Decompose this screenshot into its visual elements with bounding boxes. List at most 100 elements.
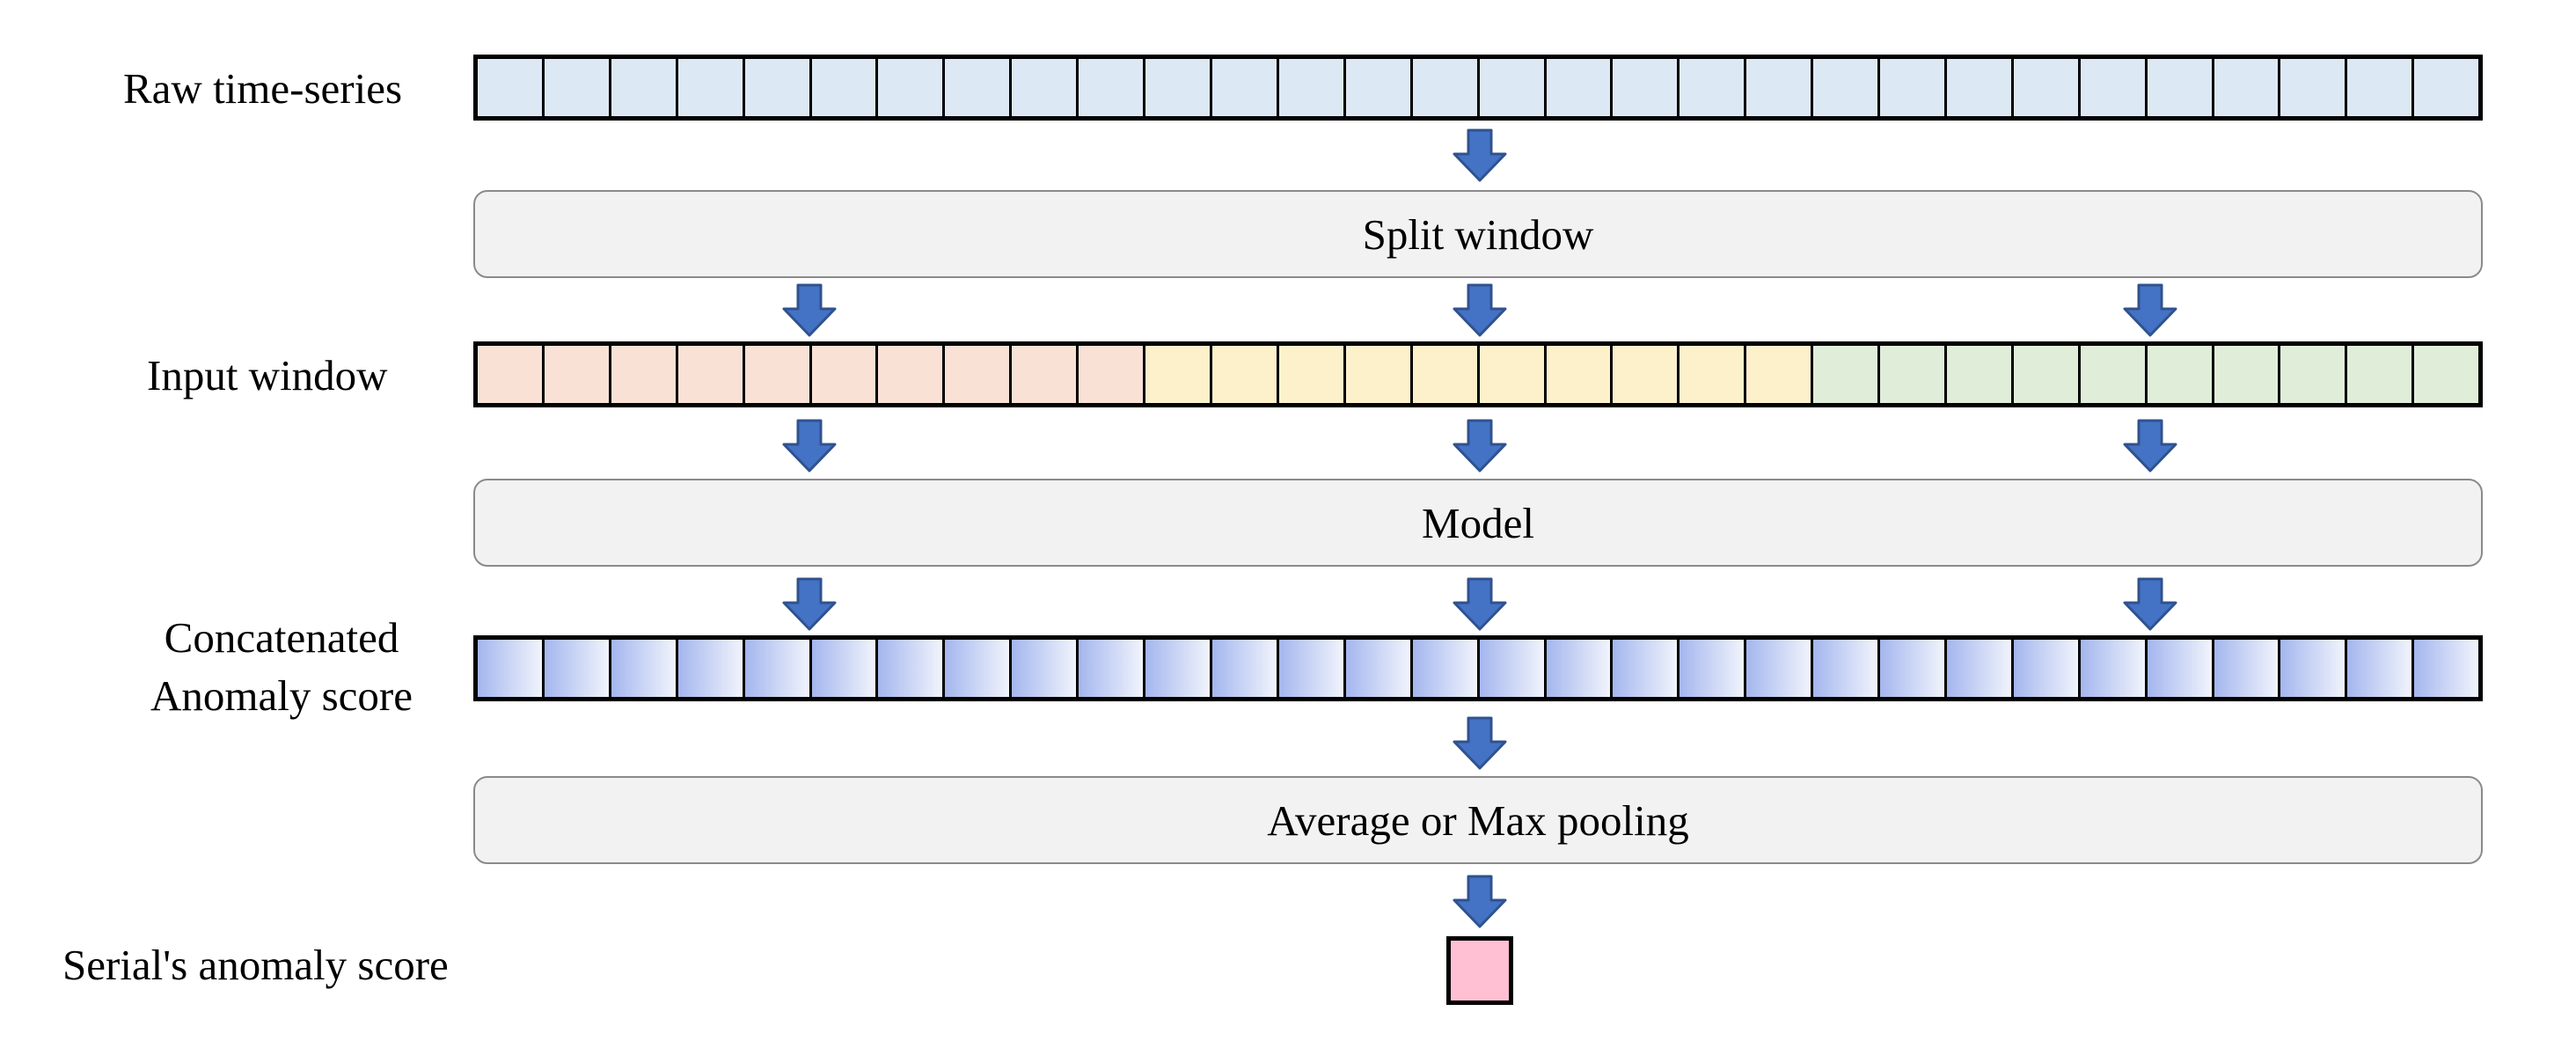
input-window-cell [2013, 346, 2081, 403]
anomaly-score-cell [2214, 640, 2281, 697]
raw-series-cell [478, 59, 545, 116]
input-window-cell [1412, 346, 1480, 403]
input-window-cell [2080, 346, 2148, 403]
anomaly-score-cell [1479, 640, 1547, 697]
anomaly-score-cell [1079, 640, 1146, 697]
input-window-cell [1546, 346, 1614, 403]
raw-series-cell [1613, 59, 1680, 116]
raw-time-series-label: Raw time-series [123, 64, 403, 113]
anomaly-score-cell [677, 640, 745, 697]
arrow-down-icon [1453, 283, 1507, 337]
pooling-label: Average or Max pooling [1267, 795, 1689, 845]
anomaly-score-cell [1345, 640, 1413, 697]
arrow-down-icon [1453, 875, 1507, 928]
anomaly-score-cell [2347, 640, 2415, 697]
input-window-cell [811, 346, 879, 403]
raw-series-cell [1546, 59, 1614, 116]
input-window-cell [1145, 346, 1212, 403]
anomaly-score-cell [1211, 640, 1279, 697]
raw-series-cell [1345, 59, 1413, 116]
anomaly-score-cell [544, 640, 611, 697]
arrow-down-icon [2123, 577, 2177, 631]
serial-anomaly-score-cell [1446, 936, 1513, 1005]
anomaly-score-cell [2414, 640, 2479, 697]
input-window-cell [1746, 346, 1814, 403]
arrow-down-icon [782, 283, 837, 337]
concatenated-anomaly-score-label: Concatenated Anomaly score [123, 609, 440, 725]
anomaly-score-cell [2147, 640, 2214, 697]
raw-series-cell [2013, 59, 2081, 116]
anomaly-score-cell [478, 640, 545, 697]
anomaly-score-cell [1813, 640, 1881, 697]
raw-series-cell [1946, 59, 2014, 116]
arrow-down-icon [1453, 128, 1507, 182]
anomaly-score-cell [2080, 640, 2148, 697]
raw-series-cell [1145, 59, 1212, 116]
input-window-cell [2147, 346, 2214, 403]
raw-series-cell [1479, 59, 1547, 116]
arrow-down-icon [2123, 283, 2177, 337]
pooling-box: Average or Max pooling [473, 776, 2483, 864]
input-window-cell [744, 346, 812, 403]
input-window-cell [677, 346, 745, 403]
raw-series-cell [1211, 59, 1279, 116]
anomaly-score-cell [1278, 640, 1346, 697]
input-window-cell [1680, 346, 1747, 403]
input-window-cell [2347, 346, 2415, 403]
arrow-down-icon [1453, 419, 1507, 473]
input-window-cell [478, 346, 545, 403]
anomaly-score-cell [878, 640, 946, 697]
anomaly-score-cell [744, 640, 812, 697]
raw-series-cell [611, 59, 678, 116]
anomaly-score-cell [1746, 640, 1814, 697]
raw-series-cell [1746, 59, 1814, 116]
anomaly-score-cell [811, 640, 879, 697]
model-label: Model [1422, 498, 1534, 547]
arrow-down-icon [1453, 716, 1507, 770]
arrow-down-icon [782, 577, 837, 631]
arrow-down-icon [782, 419, 837, 473]
raw-series-cell [2414, 59, 2479, 116]
input-window-cell [1946, 346, 2014, 403]
raw-series-cell [1813, 59, 1881, 116]
raw-time-series-strip [473, 55, 2483, 121]
anomaly-score-cell [611, 640, 678, 697]
raw-series-cell [1012, 59, 1079, 116]
split-window-label: Split window [1362, 209, 1594, 259]
input-window-cell [1613, 346, 1680, 403]
raw-series-cell [878, 59, 946, 116]
concatenated-anomaly-score-strip [473, 635, 2483, 701]
input-window-cell [878, 346, 946, 403]
raw-series-cell [1079, 59, 1146, 116]
raw-series-cell [1412, 59, 1480, 116]
raw-series-cell [677, 59, 745, 116]
model-box: Model [473, 479, 2483, 567]
raw-series-cell [2080, 59, 2148, 116]
anomaly-score-cell [1012, 640, 1079, 697]
anomaly-score-cell [1613, 640, 1680, 697]
input-window-cell [2280, 346, 2348, 403]
input-window-cell [1813, 346, 1881, 403]
input-window-cell [1345, 346, 1413, 403]
arrow-down-icon [2123, 419, 2177, 473]
anomaly-score-cell [1412, 640, 1480, 697]
input-window-cell [2214, 346, 2281, 403]
anomaly-score-cell [1145, 640, 1212, 697]
raw-series-cell [1680, 59, 1747, 116]
raw-series-cell [544, 59, 611, 116]
input-window-cell [611, 346, 678, 403]
concatenated-label-line2: Anomaly score [150, 671, 413, 720]
input-window-cell [1479, 346, 1547, 403]
input-window-cell [2414, 346, 2479, 403]
anomaly-score-cell [1946, 640, 2014, 697]
raw-series-cell [744, 59, 812, 116]
input-window-cell [544, 346, 611, 403]
input-window-strip [473, 341, 2483, 407]
anomaly-score-cell [2280, 640, 2348, 697]
raw-series-cell [2347, 59, 2415, 116]
split-window-box: Split window [473, 190, 2483, 278]
raw-series-cell [2214, 59, 2281, 116]
serial-anomaly-score-label: Serial's anomaly score [62, 941, 449, 989]
anomaly-score-cell [1546, 640, 1614, 697]
